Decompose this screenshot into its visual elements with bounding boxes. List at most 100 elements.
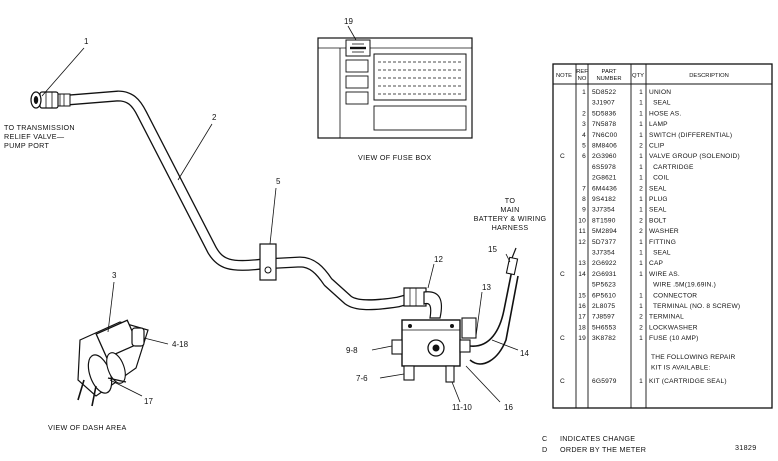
harness-label-line-3: BATTERY & WIRING — [474, 214, 547, 223]
row-description: LOCKWASHER — [649, 324, 698, 331]
row-qty: 1 — [639, 335, 643, 342]
callout-12: 12 — [434, 255, 443, 264]
figure-number: 31829 — [735, 443, 757, 452]
callout-5: 5 — [276, 177, 281, 186]
row-qty: 1 — [639, 292, 643, 299]
row-note: C — [560, 153, 565, 160]
transmission-label-line-2: RELIEF VALVE— — [4, 132, 65, 141]
callout-16: 16 — [504, 403, 513, 412]
callout-4-18: 4-18 — [172, 340, 189, 349]
harness-label-line-2: MAIN — [500, 205, 519, 214]
row-ref: 9 — [582, 207, 586, 214]
row-qty: 2 — [639, 143, 643, 150]
row-qty: 2 — [639, 314, 643, 321]
row-description: TERMINAL (NO. 8 SCREW) — [649, 303, 740, 310]
row-qty: 1 — [639, 164, 643, 171]
harness-label-line-1: TO — [505, 196, 516, 205]
row-ref: 19 — [578, 335, 586, 342]
row-qty: 2 — [639, 324, 643, 331]
row-part-number: 3J7354 — [592, 250, 615, 257]
row-part-number: 3J7354 — [592, 207, 615, 214]
row-part-number: 7N5878 — [592, 121, 616, 128]
row-ref: 2 — [582, 110, 586, 117]
row-description: TERMINAL — [649, 314, 684, 321]
row-description: SEAL — [649, 250, 671, 257]
callout-13: 13 — [482, 283, 491, 292]
callout-19: 19 — [344, 17, 353, 26]
row-part-number: 3K8782 — [592, 335, 616, 342]
header-qty: QTY — [632, 73, 644, 79]
row-ref: 15 — [578, 292, 586, 299]
row-part-number: 5D5836 — [592, 110, 616, 117]
callout-9-8: 9-8 — [346, 346, 358, 355]
row-part-number: 5M2894 — [592, 228, 617, 235]
fuse-box-view — [317, 37, 473, 139]
row-part-number: 8M8406 — [592, 143, 617, 150]
header-ref-no: NO — [578, 76, 587, 82]
row-part-number: 6M4436 — [592, 185, 617, 192]
dash-area-caption: VIEW OF DASH AREA — [48, 423, 127, 432]
callout-15: 15 — [488, 245, 497, 254]
callout-2: 2 — [212, 113, 217, 122]
row-part-number: 2G6931 — [592, 271, 617, 278]
kit-row-note: C — [560, 378, 565, 385]
transmission-label-line-3: PUMP PORT — [4, 141, 49, 150]
row-qty: 1 — [639, 100, 643, 107]
row-ref: 13 — [578, 260, 586, 267]
row-description: FUSE (10 AMP) — [649, 335, 699, 342]
hose-clip — [259, 243, 277, 281]
row-ref: 16 — [578, 303, 586, 310]
fuse-box-caption: VIEW OF FUSE BOX — [358, 153, 432, 162]
row-part-number: 5D8522 — [592, 89, 616, 96]
header-part-number: NUMBER — [596, 76, 621, 82]
row-ref: 5 — [582, 143, 586, 150]
row-description: WIRE .5M(19.69IN.) — [649, 282, 716, 289]
row-note: C — [560, 335, 565, 342]
row-part-number: 9S4182 — [592, 196, 616, 203]
callouts: 1 2 3 4-18 5 9-8 7-6 11-10 12 13 14 15 1… — [84, 17, 529, 412]
elbow-fitting — [403, 287, 443, 319]
header-description: DESCRIPTION — [689, 73, 729, 79]
row-ref: 6 — [582, 153, 586, 160]
row-qty: 2 — [639, 217, 643, 224]
row-description: CLIP — [649, 143, 665, 150]
callout-17: 17 — [144, 397, 153, 406]
header-ref: REF — [576, 69, 588, 75]
callout-1: 1 — [84, 37, 89, 46]
row-description: CONNECTOR — [649, 292, 697, 299]
wire-assembly — [469, 247, 519, 365]
row-ref: 8 — [582, 196, 586, 203]
diagram-labels: TO TRANSMISSION RELIEF VALVE— PUMP PORT … — [4, 123, 546, 432]
row-qty: 1 — [639, 239, 643, 246]
row-description: SEAL — [649, 100, 671, 107]
row-qty: 1 — [639, 153, 643, 160]
row-description: SEAL — [649, 207, 667, 214]
row-part-number: 5P5623 — [592, 282, 616, 289]
transmission-label-line-1: TO TRANSMISSION — [4, 123, 75, 132]
hose-assembly — [55, 90, 422, 311]
kit-note-line-1: THE FOLLOWING REPAIR — [651, 354, 736, 361]
leader-lines — [41, 25, 519, 403]
row-description: LAMP — [649, 121, 668, 128]
row-part-number: 7J8597 — [592, 314, 615, 321]
row-part-number: 2G8621 — [592, 175, 617, 182]
legend-code-c: C — [542, 434, 548, 443]
row-qty: 1 — [639, 89, 643, 96]
row-qty: 1 — [639, 175, 643, 182]
row-part-number: 2L8075 — [592, 303, 615, 310]
row-qty: 1 — [639, 250, 643, 257]
callout-3: 3 — [112, 271, 117, 280]
kit-row-part-number: 6G5979 — [592, 378, 617, 385]
row-qty: 1 — [639, 121, 643, 128]
row-description: CARTRIDGE — [649, 164, 694, 171]
harness-label-line-4: HARNESS — [492, 223, 529, 232]
row-description: BOLT — [649, 217, 667, 224]
row-qty: 1 — [639, 303, 643, 310]
legend-text-c: INDICATES CHANGE — [560, 434, 635, 443]
union-fitting — [30, 91, 59, 109]
solenoid-valve-group — [391, 317, 477, 383]
row-part-number: 2G6922 — [592, 260, 617, 267]
row-qty: 1 — [639, 207, 643, 214]
